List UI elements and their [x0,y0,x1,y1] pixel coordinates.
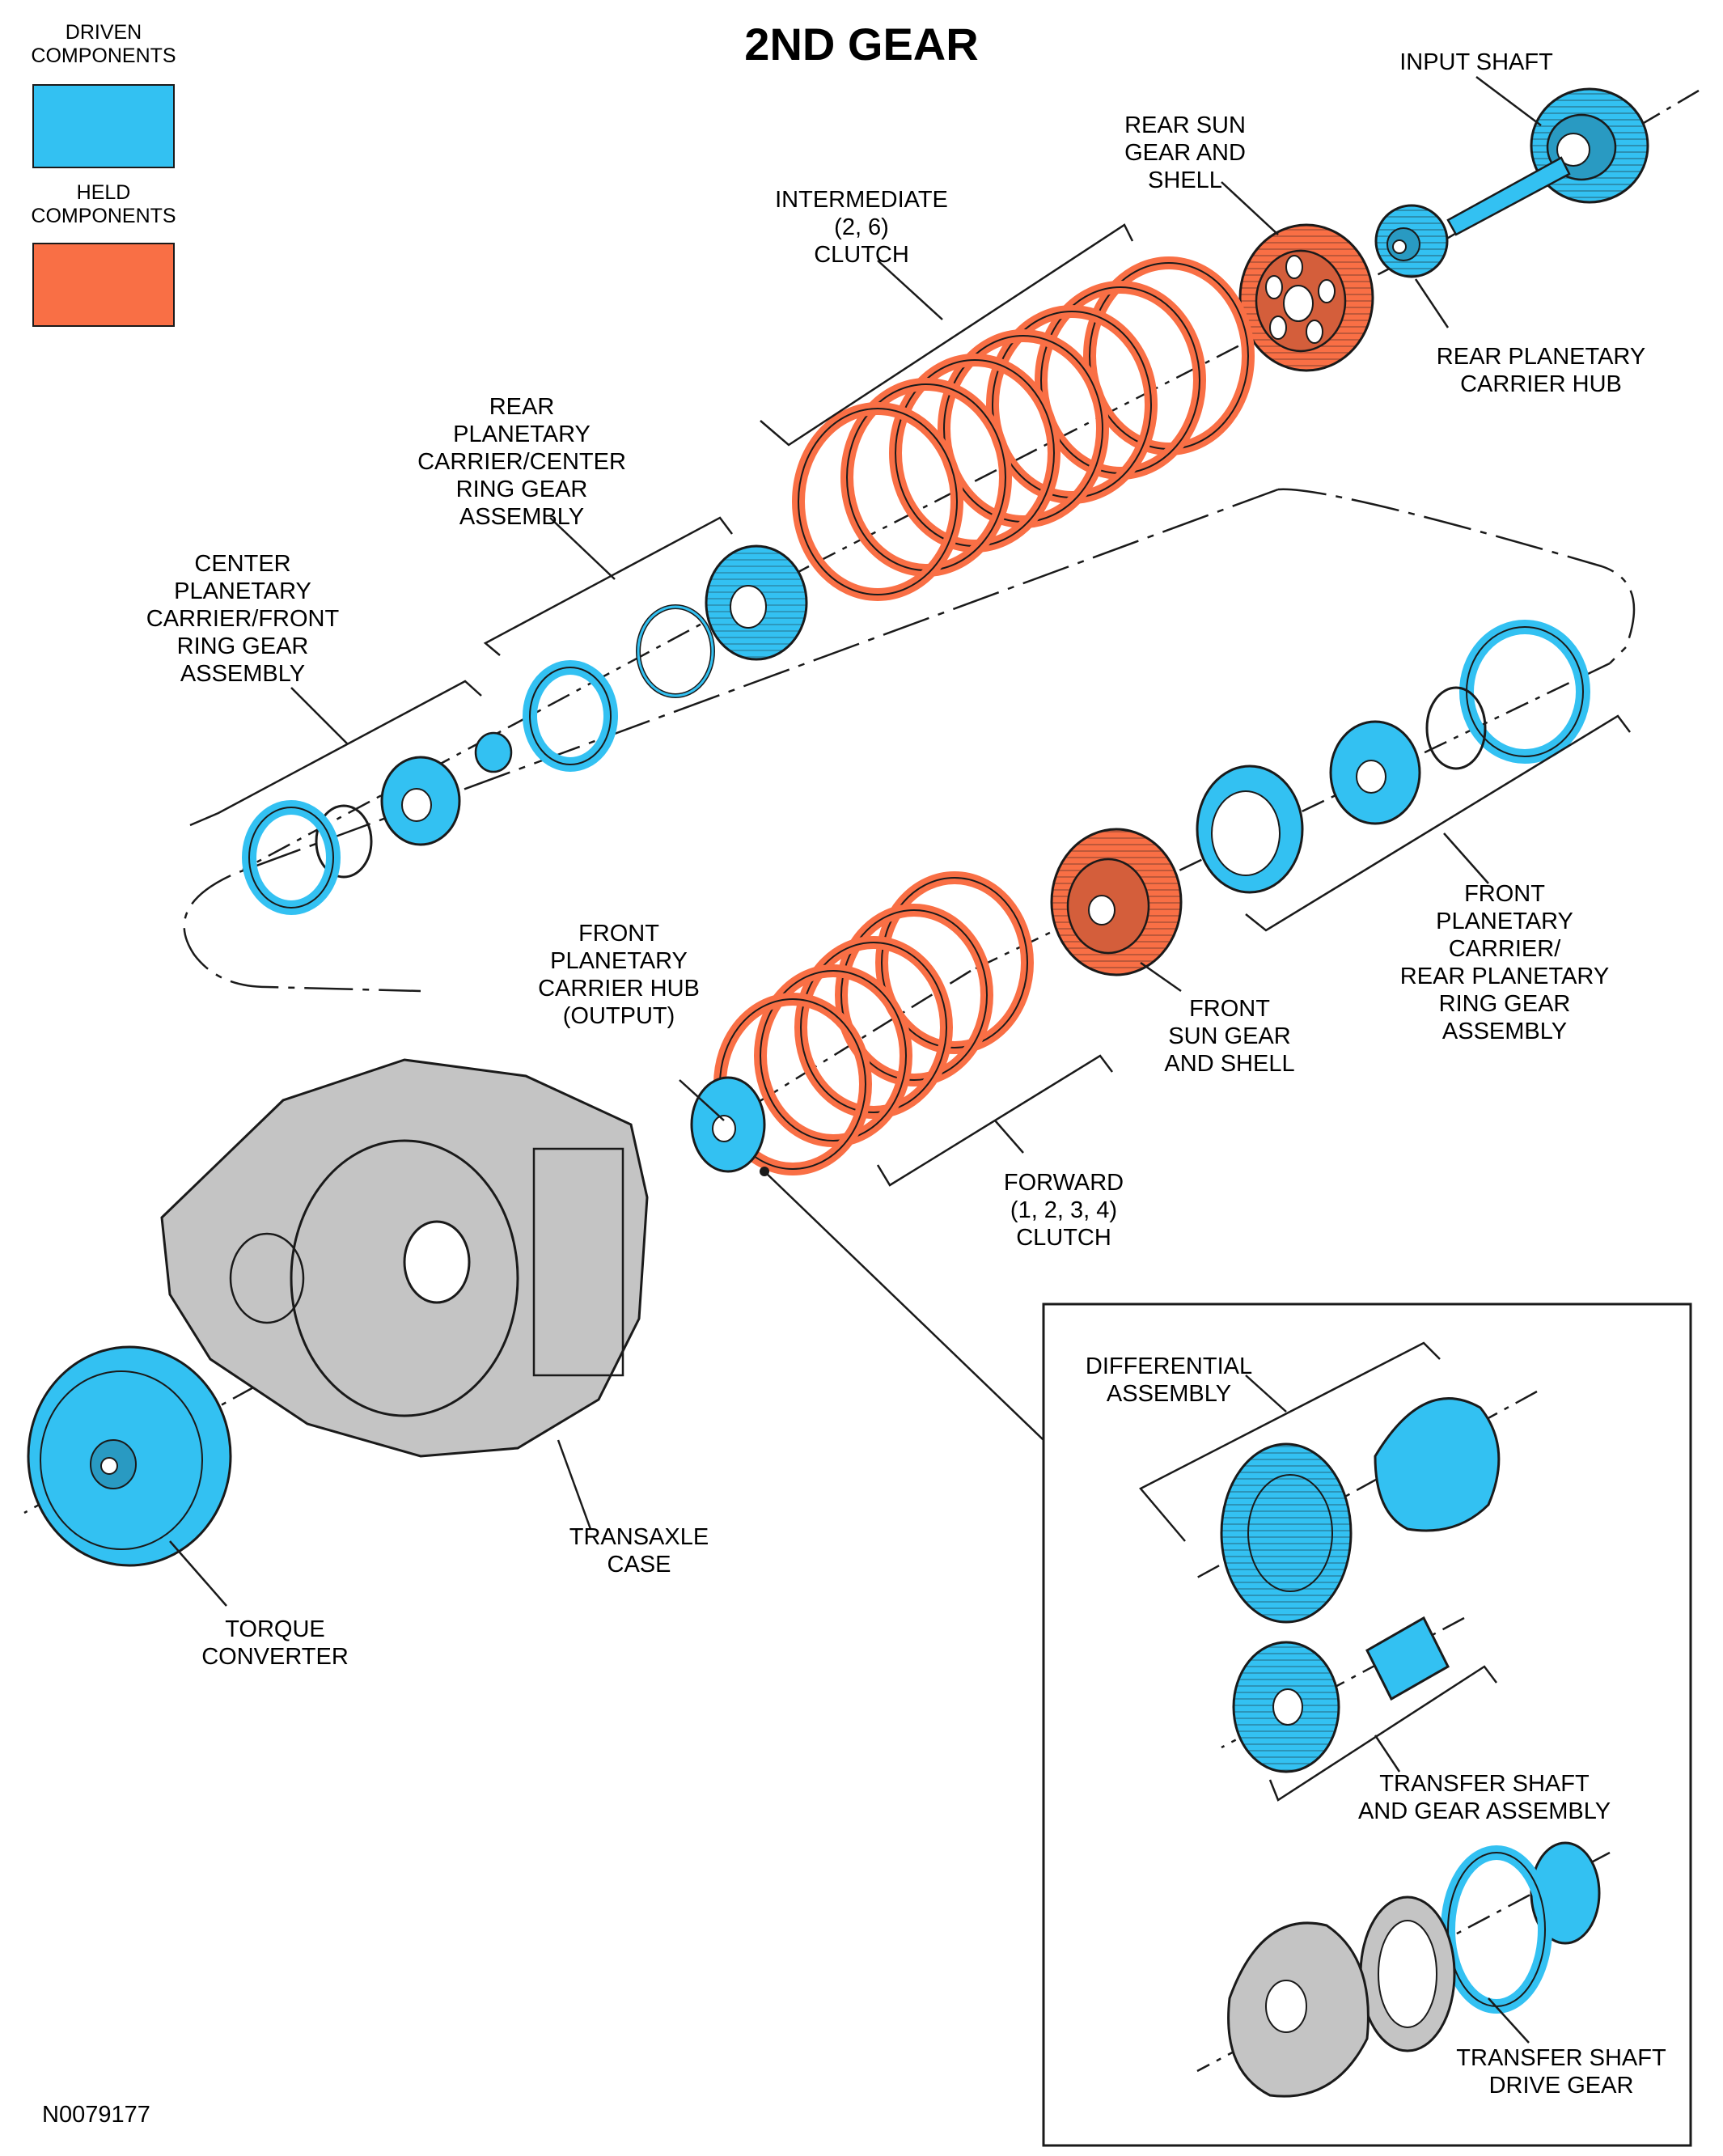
label-front-planetary-carrier-rear-ring: FRONT PLANETARY CARRIER/ REAR PLANETARY … [1399,881,1610,1044]
legend-held-label: HELD COMPONENTS [31,181,176,227]
label-transfer-shaft-drive-gear: TRANSFER SHAFT DRIVE GEAR [1456,2045,1666,2099]
rear-planetary-carrier-center-ring [523,544,808,772]
label-rear-planetary-carrier-hub: REAR PLANETARY CARRIER HUB [1436,344,1646,397]
label-front-planetary-carrier-hub: FRONT PLANETARY CARRIER HUB (OUTPUT) [538,921,700,1029]
label-rear-sun-gear: REAR SUN GEAR AND SHELL [1124,112,1246,193]
transfer-shaft-gear [1232,1616,1450,1773]
label-transfer-shaft-gear: TRANSFER SHAFT AND GEAR ASSEMBLY [1357,1771,1611,1824]
diagram-title: 2ND GEAR [744,19,979,70]
input-shaft [1446,87,1649,236]
differential-assembly [1220,1397,1501,1624]
front-planetary-carrier-hub [690,1076,1044,1441]
figure-id: N0079177 [42,2102,150,2128]
intermediate-clutch-plates [792,256,1255,601]
bracket-lines [189,223,1631,1802]
inset-box [1042,1302,1692,2147]
transaxle-case [160,1058,649,1458]
front-planetary-carrier-rear-ring [1196,620,1590,894]
forward-clutch-plates [713,871,1034,1175]
legend-driven-label: DRIVEN COMPONENTS [31,21,176,67]
center-planetary-carrier-front-ring [242,731,513,915]
label-transaxle-case: TRANSAXLE CASE [569,1524,709,1578]
front-sun-gear-shell [1050,828,1183,976]
label-center-planetary-carrier: CENTER PLANETARY CARRIER/FRONT RING GEAR… [146,551,340,687]
label-rear-planetary-carrier-center: REAR PLANETARY CARRIER/CENTER RING GEAR … [417,394,626,530]
rear-planetary-carrier-hub [1374,204,1449,278]
label-intermediate-clutch: INTERMEDIATE (2, 6) CLUTCH [775,187,948,268]
label-torque-converter: TORQUE CONVERTER [201,1616,349,1670]
label-forward-clutch: FORWARD (1, 2, 3, 4) CLUTCH [1003,1170,1124,1251]
label-input-shaft: INPUT SHAFT [1399,49,1553,75]
label-differential-assembly: DIFFERENTIAL ASSEMBLY [1085,1353,1253,1407]
transfer-shaft-drive-gear [1227,1841,1601,2098]
legend-held-swatch [32,243,175,327]
rear-sun-gear-shell [1238,223,1374,372]
grouping-loop [183,488,1636,993]
label-front-sun-gear: FRONT SUN GEAR AND SHELL [1164,996,1295,1077]
leader-lines [169,76,1542,2044]
legend-driven-swatch [32,84,175,168]
torque-converter [27,1345,232,1567]
